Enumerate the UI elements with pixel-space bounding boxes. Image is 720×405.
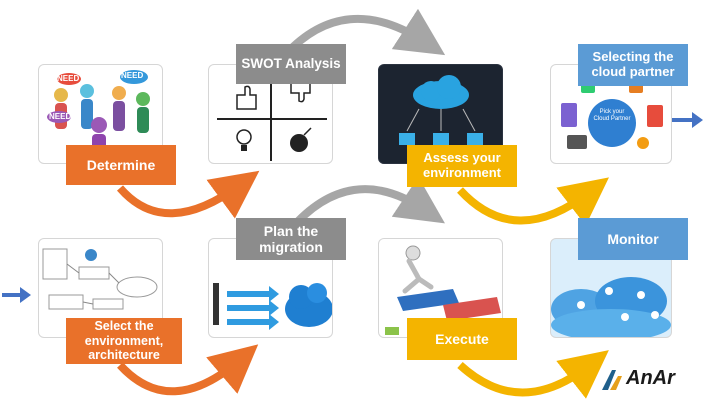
arrow-right-exit bbox=[672, 112, 703, 128]
step-monitor: Monitor bbox=[578, 218, 688, 260]
logo-text: AnAr bbox=[626, 367, 675, 389]
cloud-partner-illustration bbox=[561, 83, 663, 149]
arrow-select-to-plan bbox=[117, 344, 259, 396]
cloud-services-illustration bbox=[551, 277, 671, 337]
migration-to-cloud-illustration bbox=[213, 283, 332, 330]
step-select-environment: Select the environment, architecture bbox=[66, 318, 182, 364]
runner-plan-action-illustration bbox=[385, 245, 501, 335]
need-bubble-text: NEED bbox=[49, 112, 72, 121]
pick-cloud-partner-text: Pick your Cloud Partner bbox=[593, 109, 631, 123]
need-bubble-text: NEED bbox=[57, 74, 80, 83]
step-partner: Selecting the cloud partner bbox=[578, 44, 688, 86]
swot-grid-illustration bbox=[217, 77, 327, 161]
anar-logo: AnAr bbox=[600, 364, 710, 394]
arrow-assess-to-partner bbox=[457, 177, 609, 226]
arrow-determine-to-swot bbox=[116, 170, 260, 219]
step-execute: Execute bbox=[407, 318, 517, 360]
step-assess: Assess your environment bbox=[407, 145, 517, 187]
step-plan: Plan the migration bbox=[236, 218, 346, 260]
arrow-left-entry bbox=[2, 287, 31, 303]
architecture-diagram-illustration bbox=[42, 248, 158, 310]
step-determine: Determine bbox=[66, 145, 176, 185]
cloud-network-illustration bbox=[399, 75, 483, 145]
need-bubble-text: NEED bbox=[121, 71, 144, 80]
logo-mark-icon bbox=[602, 370, 622, 390]
arrow-execute-to-monitor bbox=[457, 350, 609, 399]
step-swot: SWOT Analysis bbox=[236, 44, 346, 84]
